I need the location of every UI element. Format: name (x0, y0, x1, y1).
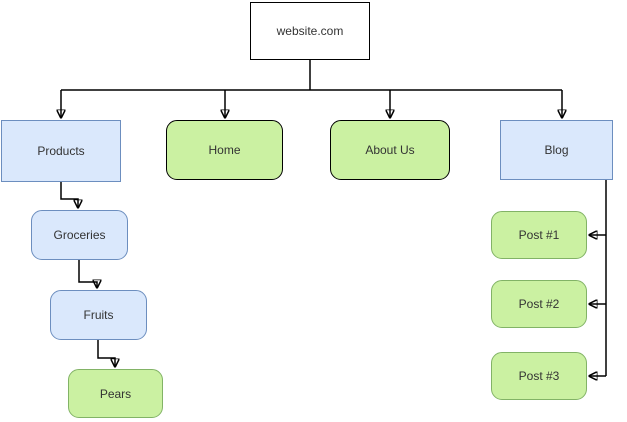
node-about-us[interactable]: About Us (330, 120, 450, 180)
edge-fruits-pears (97, 340, 115, 366)
node-home[interactable]: Home (166, 120, 283, 180)
edge-products-groceries (60, 182, 78, 207)
node-post-2[interactable]: Post #2 (491, 280, 587, 328)
node-products-label: Products (37, 144, 85, 158)
node-fruits-label: Fruits (83, 308, 114, 322)
node-blog-label: Blog (544, 143, 569, 157)
node-website-label: website.com (276, 24, 344, 38)
node-post-2-label: Post #2 (518, 297, 560, 311)
node-pears[interactable]: Pears (68, 369, 163, 418)
node-groceries-label: Groceries (53, 228, 106, 242)
node-groceries[interactable]: Groceries (31, 210, 128, 260)
node-about-us-label: About Us (365, 143, 415, 157)
node-home-label: Home (208, 143, 241, 157)
node-post-1-label: Post #1 (518, 228, 560, 242)
node-blog[interactable]: Blog (500, 120, 613, 180)
node-fruits[interactable]: Fruits (50, 290, 147, 340)
node-pears-label: Pears (99, 386, 132, 401)
node-post-1[interactable]: Post #1 (491, 211, 587, 259)
node-website[interactable]: website.com (250, 2, 370, 60)
edge-groceries-fruits (78, 260, 97, 287)
node-post-3-label: Post #3 (518, 369, 560, 383)
node-products[interactable]: Products (1, 120, 121, 182)
node-post-3[interactable]: Post #3 (491, 352, 587, 400)
